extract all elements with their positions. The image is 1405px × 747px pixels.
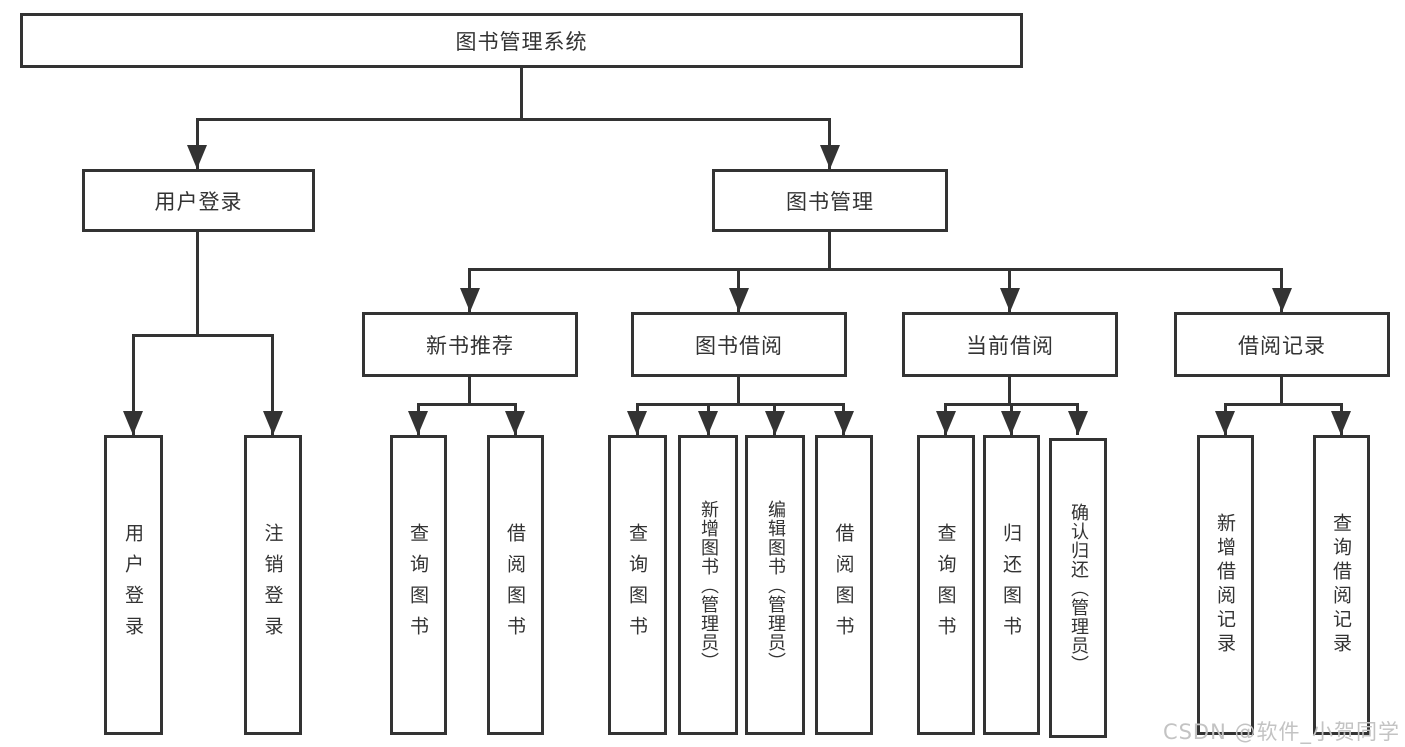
arrow-down-icon (1215, 411, 1235, 435)
connector-line (636, 403, 845, 406)
connector-line (1280, 377, 1283, 404)
arrow-down-icon (187, 145, 207, 169)
connector-line (196, 232, 199, 335)
leaf-query-books-recommend: 查询图书 (390, 435, 447, 735)
node-label: 借阅记录 (1238, 333, 1326, 358)
node-user-login: 用户登录 (82, 169, 315, 232)
arrow-down-icon (1000, 288, 1020, 312)
leaf-label: 查询图书 (934, 523, 957, 647)
leaf-label: 查询图书 (626, 523, 648, 647)
connector-line (468, 268, 1282, 271)
node-borrowing-records: 借阅记录 (1174, 312, 1390, 377)
node-book-management: 图书管理 (712, 169, 948, 232)
leaf-borrow-books-recommend: 借阅图书 (487, 435, 544, 735)
node-label: 图书管理系统 (455, 29, 588, 54)
leaf-borrow-books: 借阅图书 (815, 435, 873, 735)
arrow-down-icon (820, 145, 840, 169)
arrow-down-icon (936, 411, 956, 435)
node-label: 当前借阅 (966, 333, 1054, 358)
node-label: 用户登录 (154, 189, 243, 214)
arrow-down-icon (1001, 411, 1021, 435)
leaf-return-books: 归还图书 (983, 435, 1040, 735)
node-label: 图书借阅 (695, 333, 783, 358)
arrow-down-icon (765, 411, 785, 435)
connector-line (132, 334, 135, 435)
leaf-add-borrow-record: 新增借阅记录 (1197, 435, 1254, 735)
connector-line (132, 334, 274, 337)
connector-line (1008, 377, 1011, 404)
arrow-down-icon (1331, 411, 1351, 435)
connector-line (828, 232, 831, 269)
leaf-label: 借阅图书 (832, 523, 855, 647)
leaf-add-books-admin: 新增图书（管理员） (678, 435, 738, 735)
leaf-edit-books-admin: 编辑图书（管理员） (745, 435, 805, 735)
connector-line (520, 67, 523, 120)
arrow-down-icon (123, 411, 143, 435)
connector-line (196, 118, 199, 169)
arrow-down-icon (698, 411, 718, 435)
connector-line (828, 118, 831, 169)
leaf-label: 编辑图书（管理员） (765, 499, 786, 671)
arrow-down-icon (834, 411, 854, 435)
arrow-down-icon (263, 411, 283, 435)
node-new-book-recommendation: 新书推荐 (362, 312, 578, 377)
leaf-logout: 注销登录 (244, 435, 302, 735)
connector-line (737, 377, 740, 404)
node-book-borrowing: 图书借阅 (631, 312, 847, 377)
node-library-management-system: 图书管理系统 (20, 13, 1023, 68)
leaf-label: 用户登录 (122, 523, 144, 647)
node-current-borrowing: 当前借阅 (902, 312, 1118, 377)
node-label: 图书管理 (786, 189, 874, 214)
arrow-down-icon (1272, 288, 1292, 312)
leaf-label: 注销登录 (261, 523, 284, 647)
connector-line (468, 377, 471, 404)
connector-line (271, 334, 274, 435)
leaf-label: 查询图书 (407, 523, 429, 647)
node-label: 新书推荐 (426, 333, 514, 358)
arrow-down-icon (627, 411, 647, 435)
connector-line (1224, 403, 1342, 406)
leaf-query-books-borrow: 查询图书 (608, 435, 667, 735)
leaf-label: 查询借阅记录 (1330, 513, 1352, 657)
arrow-down-icon (460, 288, 480, 312)
leaf-label: 借阅图书 (504, 523, 526, 647)
leaf-query-books-current: 查询图书 (917, 435, 975, 735)
arrow-down-icon (729, 288, 749, 312)
connector-line (417, 403, 517, 406)
arrow-down-icon (1068, 411, 1088, 435)
arrow-down-icon (408, 411, 428, 435)
arrow-down-icon (505, 411, 525, 435)
watermark: CSDN @软件_小贺同学 (1162, 720, 1400, 744)
leaf-label: 新增借阅记录 (1214, 513, 1236, 657)
connector-line (196, 118, 831, 121)
leaf-user-login: 用户登录 (104, 435, 163, 735)
leaf-label: 新增图书（管理员） (698, 499, 719, 671)
leaf-label: 归还图书 (1000, 523, 1022, 647)
leaf-query-borrow-record: 查询借阅记录 (1313, 435, 1370, 735)
leaf-confirm-return-admin: 确认归还（管理员） (1049, 438, 1107, 738)
leaf-label: 确认归还（管理员） (1068, 502, 1089, 674)
